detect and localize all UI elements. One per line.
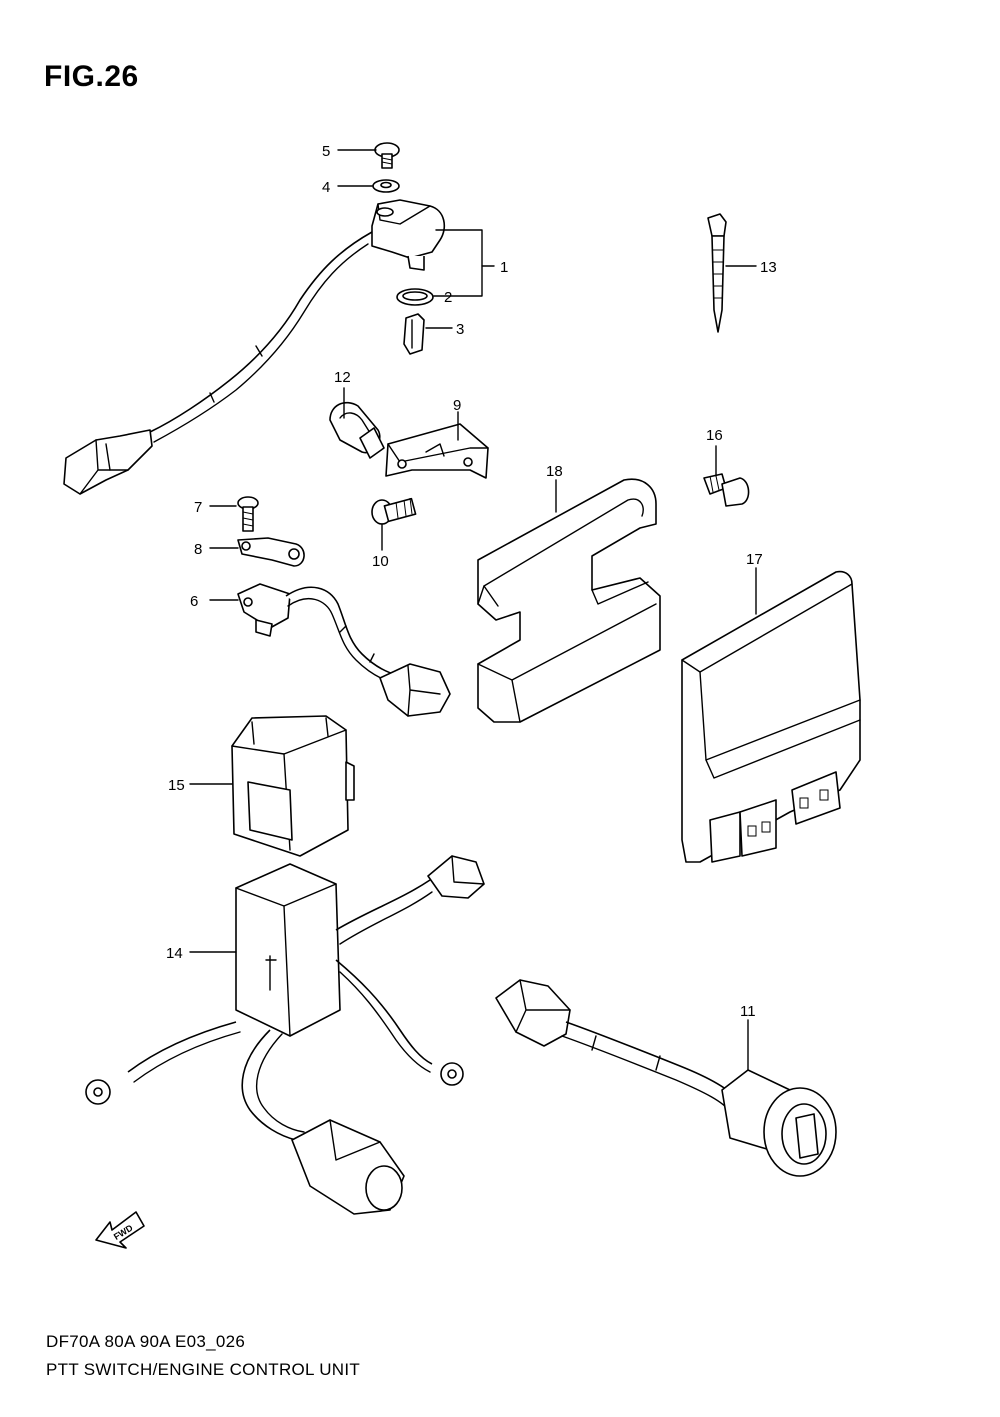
part-2-o-ring[interactable] [396, 288, 434, 306]
callout-1: 1 [500, 259, 508, 276]
callout-15: 15 [168, 777, 185, 794]
part-13-cable-tie[interactable] [707, 213, 727, 333]
callout-12: 12 [334, 369, 351, 386]
diagram-caption: PTT SWITCH/ENGINE CONTROL UNIT [46, 1360, 361, 1379]
part-17-ecu[interactable] [681, 570, 861, 863]
callout-8: 8 [194, 541, 202, 558]
callout-5: 5 [322, 143, 330, 160]
part-4-washer[interactable] [372, 179, 400, 193]
part-9-bracket[interactable] [385, 423, 489, 479]
part-15-relay-cover[interactable] [231, 715, 355, 857]
callout-numbers: 5 4 1 2 3 13 12 9 16 18 7 8 10 17 6 15 1… [166, 143, 777, 1020]
callout-14: 14 [166, 945, 183, 962]
part-3-clip[interactable] [403, 313, 425, 355]
model-code: DF70A 80A 90A E03_026 [46, 1332, 246, 1351]
fwd-arrow-icon: FWD [95, 1211, 145, 1249]
part-16-bolt[interactable] [703, 473, 750, 507]
leader-lines [189, 149, 757, 1071]
part-14-relay[interactable] [85, 855, 485, 1215]
part-5-screw[interactable] [374, 142, 400, 169]
part-12-clamp[interactable] [329, 401, 385, 459]
callout-4: 4 [322, 179, 330, 196]
callout-7: 7 [194, 499, 202, 516]
callout-2: 2 [444, 289, 452, 306]
part-18-ecu-cover[interactable] [477, 478, 661, 723]
part-10-bolt[interactable] [371, 497, 417, 525]
callout-3: 3 [456, 321, 464, 338]
callout-18: 18 [546, 463, 563, 480]
callout-17: 17 [746, 551, 763, 568]
figure-title: FIG.26 [44, 60, 139, 93]
part-11-switch[interactable] [495, 979, 837, 1177]
part-8-plate[interactable] [237, 537, 305, 567]
callout-10: 10 [372, 553, 389, 570]
callout-11: 11 [740, 1003, 756, 1020]
part-7-screw[interactable] [237, 496, 259, 532]
callout-9: 9 [453, 397, 461, 414]
callout-6: 6 [190, 593, 198, 610]
part-6-sensor[interactable] [237, 583, 451, 717]
callout-13: 13 [760, 259, 777, 276]
callout-16: 16 [706, 427, 723, 444]
